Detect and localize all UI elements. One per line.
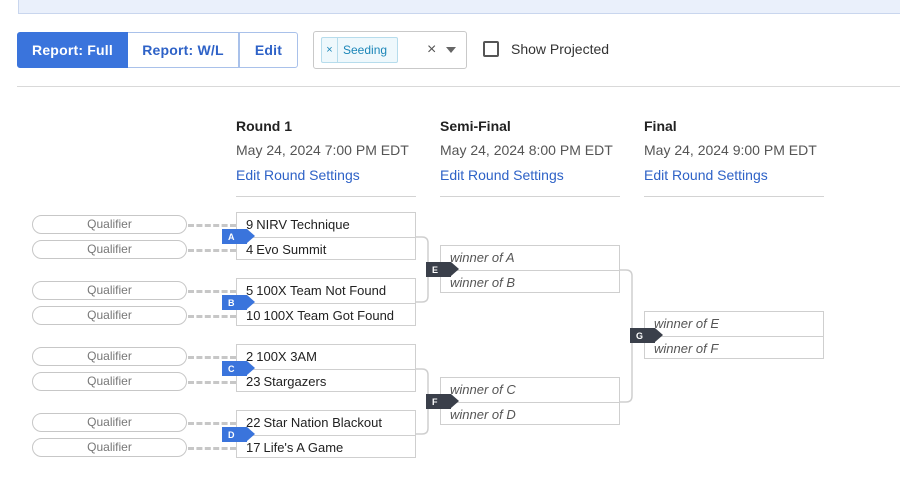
team-name: Life's A Game xyxy=(263,440,344,455)
chevron-down-icon[interactable] xyxy=(446,47,456,53)
team-seed: 2 xyxy=(246,349,254,364)
edit-button[interactable]: Edit xyxy=(239,32,298,68)
team-name: 100X Team Got Found xyxy=(263,308,395,323)
qualifier-pill: Qualifier xyxy=(32,215,187,234)
match-e[interactable]: winner of A winner of B xyxy=(440,245,620,293)
edit-round-settings-link[interactable]: Edit Round Settings xyxy=(644,167,768,183)
match-label-g: G xyxy=(630,328,663,343)
round-title: Semi-Final xyxy=(440,118,511,134)
match-slot: winner of B xyxy=(441,270,619,294)
round-header-final: Final May 24, 2024 9:00 PM EDT Edit Roun… xyxy=(644,118,824,198)
chip-label: Seeding xyxy=(343,43,388,57)
round-divider xyxy=(440,196,620,197)
qualifier-pill: Qualifier xyxy=(32,240,187,259)
match-f[interactable]: winner of C winner of D xyxy=(440,377,620,425)
filter-select[interactable]: × Seeding × xyxy=(313,31,467,69)
round-date: May 24, 2024 7:00 PM EDT xyxy=(236,142,409,158)
team-seed: 22 xyxy=(246,415,261,430)
match-slot: winner of F xyxy=(645,336,823,360)
top-panel-strip xyxy=(18,0,900,14)
round-date: May 24, 2024 8:00 PM EDT xyxy=(440,142,613,158)
match-label-f: F xyxy=(426,394,459,409)
round-header-semifinal: Semi-Final May 24, 2024 8:00 PM EDT Edit… xyxy=(440,118,620,198)
team-seed: 5 xyxy=(246,283,254,298)
round-header-round1: Round 1 May 24, 2024 7:00 PM EDT Edit Ro… xyxy=(236,118,416,198)
divider xyxy=(17,86,900,87)
match-label-text: E xyxy=(432,264,439,275)
team-seed: 23 xyxy=(246,374,261,389)
qualifier-connector xyxy=(188,290,236,293)
report-full-button[interactable]: Report: Full xyxy=(17,32,128,68)
team-seed: 10 xyxy=(246,308,261,323)
qualifier-pill: Qualifier xyxy=(32,438,187,457)
match-slot: winner of A xyxy=(450,250,515,265)
match-label-a: A xyxy=(222,229,255,244)
qualifier-pill: Qualifier xyxy=(32,281,187,300)
team-name: NIRV Technique xyxy=(256,217,350,232)
round-divider xyxy=(644,196,824,197)
qualifier-connector xyxy=(188,249,236,252)
match-slot: winner of E xyxy=(654,316,720,331)
match-label-d: D xyxy=(222,427,255,442)
qualifier-connector xyxy=(188,315,236,318)
clear-icon[interactable]: × xyxy=(427,41,437,58)
team-seed: 4 xyxy=(246,242,254,257)
report-view-toggle: Report: Full Report: W/L Edit xyxy=(17,32,298,68)
show-projected-checkbox[interactable] xyxy=(483,41,499,57)
edit-round-settings-link[interactable]: Edit Round Settings xyxy=(440,167,564,183)
round-title: Round 1 xyxy=(236,118,292,134)
report-wl-button[interactable]: Report: W/L xyxy=(128,32,239,68)
qualifier-pill: Qualifier xyxy=(32,372,187,391)
match-label-text: F xyxy=(432,396,438,407)
round-divider xyxy=(236,196,416,197)
match-label-text: G xyxy=(636,330,644,341)
round-title: Final xyxy=(644,118,677,134)
qualifier-connector xyxy=(188,447,236,450)
qualifier-connector xyxy=(188,422,236,425)
team-name: Star Nation Blackout xyxy=(263,415,382,430)
match-label-b: B xyxy=(222,295,255,310)
qualifier-connector xyxy=(188,224,236,227)
match-label-e: E xyxy=(426,262,459,277)
team-name: Stargazers xyxy=(263,374,327,389)
qualifier-pill: Qualifier xyxy=(32,306,187,325)
qualifier-connector xyxy=(188,381,236,384)
match-label-c: C xyxy=(222,361,255,376)
match-label-text: C xyxy=(228,363,235,374)
match-label-text: A xyxy=(228,231,235,242)
round-date: May 24, 2024 9:00 PM EDT xyxy=(644,142,817,158)
chip-remove-icon[interactable]: × xyxy=(322,38,338,62)
match-label-text: D xyxy=(228,429,235,440)
team-name: Evo Summit xyxy=(256,242,327,257)
match-g[interactable]: winner of E winner of F xyxy=(644,311,824,359)
team-seed: 9 xyxy=(246,217,254,232)
match-slot: winner of C xyxy=(450,382,516,397)
match-label-text: B xyxy=(228,297,235,308)
seeding-chip: × Seeding xyxy=(321,37,398,63)
qualifier-pill: Qualifier xyxy=(32,347,187,366)
edit-round-settings-link[interactable]: Edit Round Settings xyxy=(236,167,360,183)
qualifier-connector xyxy=(188,356,236,359)
show-projected-label: Show Projected xyxy=(511,41,610,57)
team-name: 100X Team Not Found xyxy=(256,283,387,298)
team-name: 100X 3AM xyxy=(256,349,317,364)
team-seed: 17 xyxy=(246,440,261,455)
qualifier-pill: Qualifier xyxy=(32,413,187,432)
match-slot: winner of D xyxy=(441,402,619,426)
